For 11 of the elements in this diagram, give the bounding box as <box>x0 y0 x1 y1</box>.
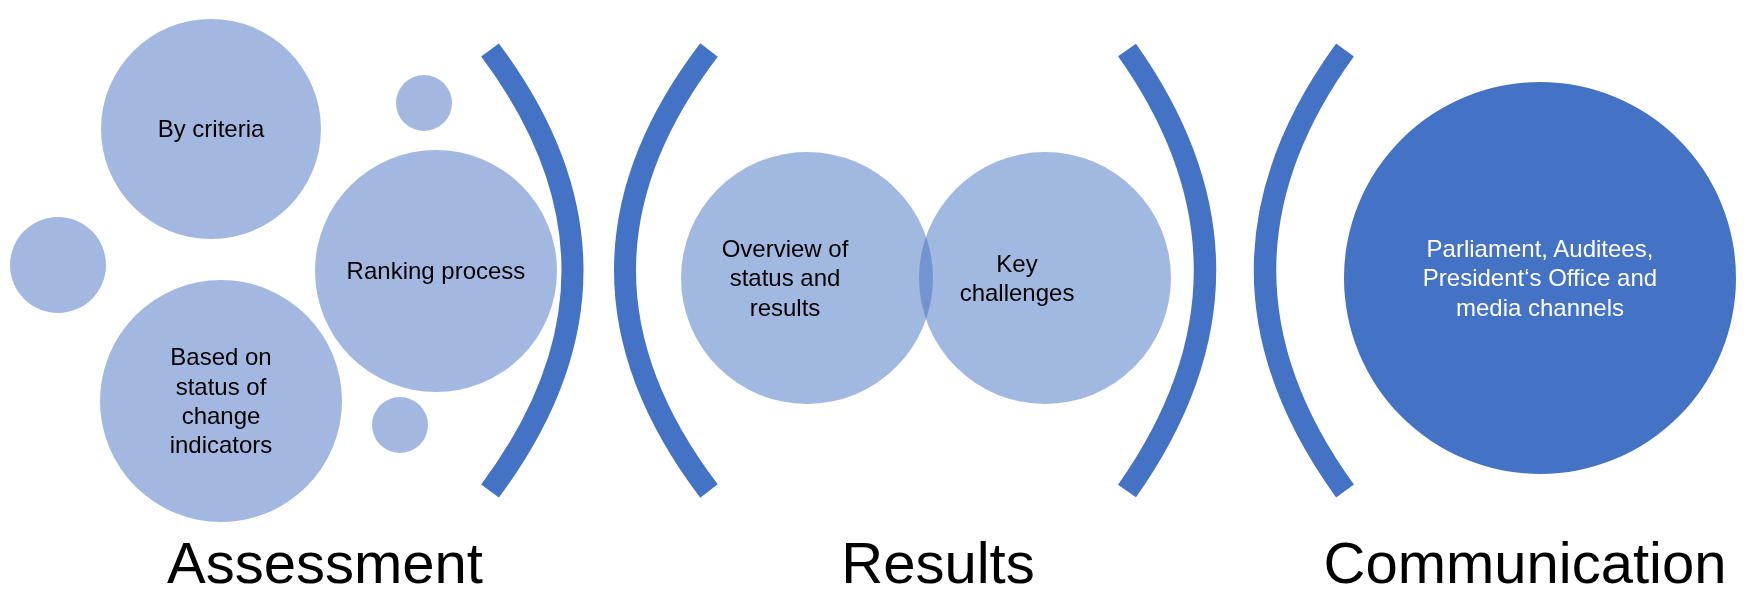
circle-text: By criteria <box>157 114 265 144</box>
circle <box>396 75 452 131</box>
circle-text: Parliament, Auditees, President‘s Office and media channels <box>1421 234 1659 322</box>
stage-heading: Assessment <box>167 534 483 592</box>
circle <box>372 397 428 453</box>
circle-text: Overview of status and results <box>720 234 850 322</box>
circle-text: Ranking process <box>346 256 526 286</box>
stage-heading: Communication <box>1323 534 1727 592</box>
circle-text: Based on status of change indicators <box>168 342 274 460</box>
stage-heading: Results <box>841 534 1035 592</box>
circle-text: Key challenges <box>958 248 1076 308</box>
